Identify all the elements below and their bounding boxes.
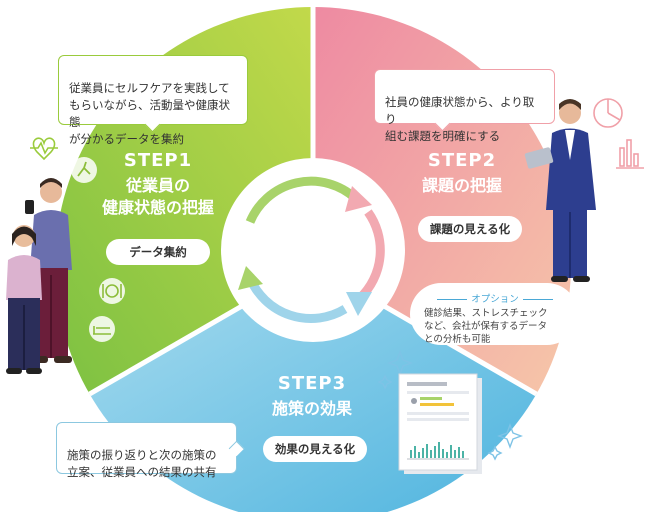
meal-icon (99, 278, 125, 304)
exercise-icon (71, 157, 97, 183)
step1-callout: 従業員にセルフケアを実践して もらいながら、活動量や健康状態 が分かるデータを集… (58, 55, 248, 146)
step2-pill: 課題の見える化 (418, 216, 522, 242)
step2-label: STEP2 (427, 150, 497, 171)
option-text: 健診結果、ストレスチェック など、会社が保有するデータ との分析も可能 (424, 308, 548, 345)
employees-illustration (6, 178, 72, 374)
bar-chart-icon (616, 139, 644, 169)
sleep-icon (89, 316, 115, 342)
step3-label: STEP3 (277, 373, 347, 394)
step1-title: 従業員の 健康状態の把握 (101, 176, 214, 217)
cycle-arrows (245, 176, 385, 323)
step2-callout: 社員の健康状態から、より取り 組む課題を明確にする (374, 69, 555, 143)
step1-callout-text: 従業員にセルフケアを実践して もらいながら、活動量や健康状態 が分かるデータを集… (69, 81, 230, 146)
step2-title: 課題の把握 (421, 176, 502, 195)
step1-label: STEP1 (123, 150, 193, 171)
step3-heading: STEP3 施策の効果 (252, 373, 372, 420)
option-box: オプション 健診結果、ストレスチェック など、会社が保有するデータ との分析も可… (410, 283, 578, 345)
step2-heading: STEP2 課題の把握 (402, 150, 522, 197)
heart-pulse-icon (30, 137, 58, 161)
step3-pill: 効果の見える化 (263, 436, 367, 462)
manager-illustration (524, 99, 596, 282)
option-heading-text: オプション (471, 294, 519, 305)
report-document-icon (398, 373, 482, 474)
step3-callout: 施策の振り返りと次の施策の 立案、従業員への結果の共有 (56, 422, 245, 479)
step1-heading: STEP1 従業員の 健康状態の把握 (88, 150, 228, 219)
step3-title: 施策の効果 (271, 399, 352, 418)
option-heading: オプション (424, 291, 566, 305)
step2-callout-text: 社員の健康状態から、より取り 組む課題を明確にする (385, 95, 535, 143)
step3-callout-text: 施策の振り返りと次の施策の 立案、従業員への結果の共有 (67, 448, 217, 479)
pie-chart-icon (593, 98, 623, 128)
step1-pill: データ集約 (106, 239, 210, 265)
